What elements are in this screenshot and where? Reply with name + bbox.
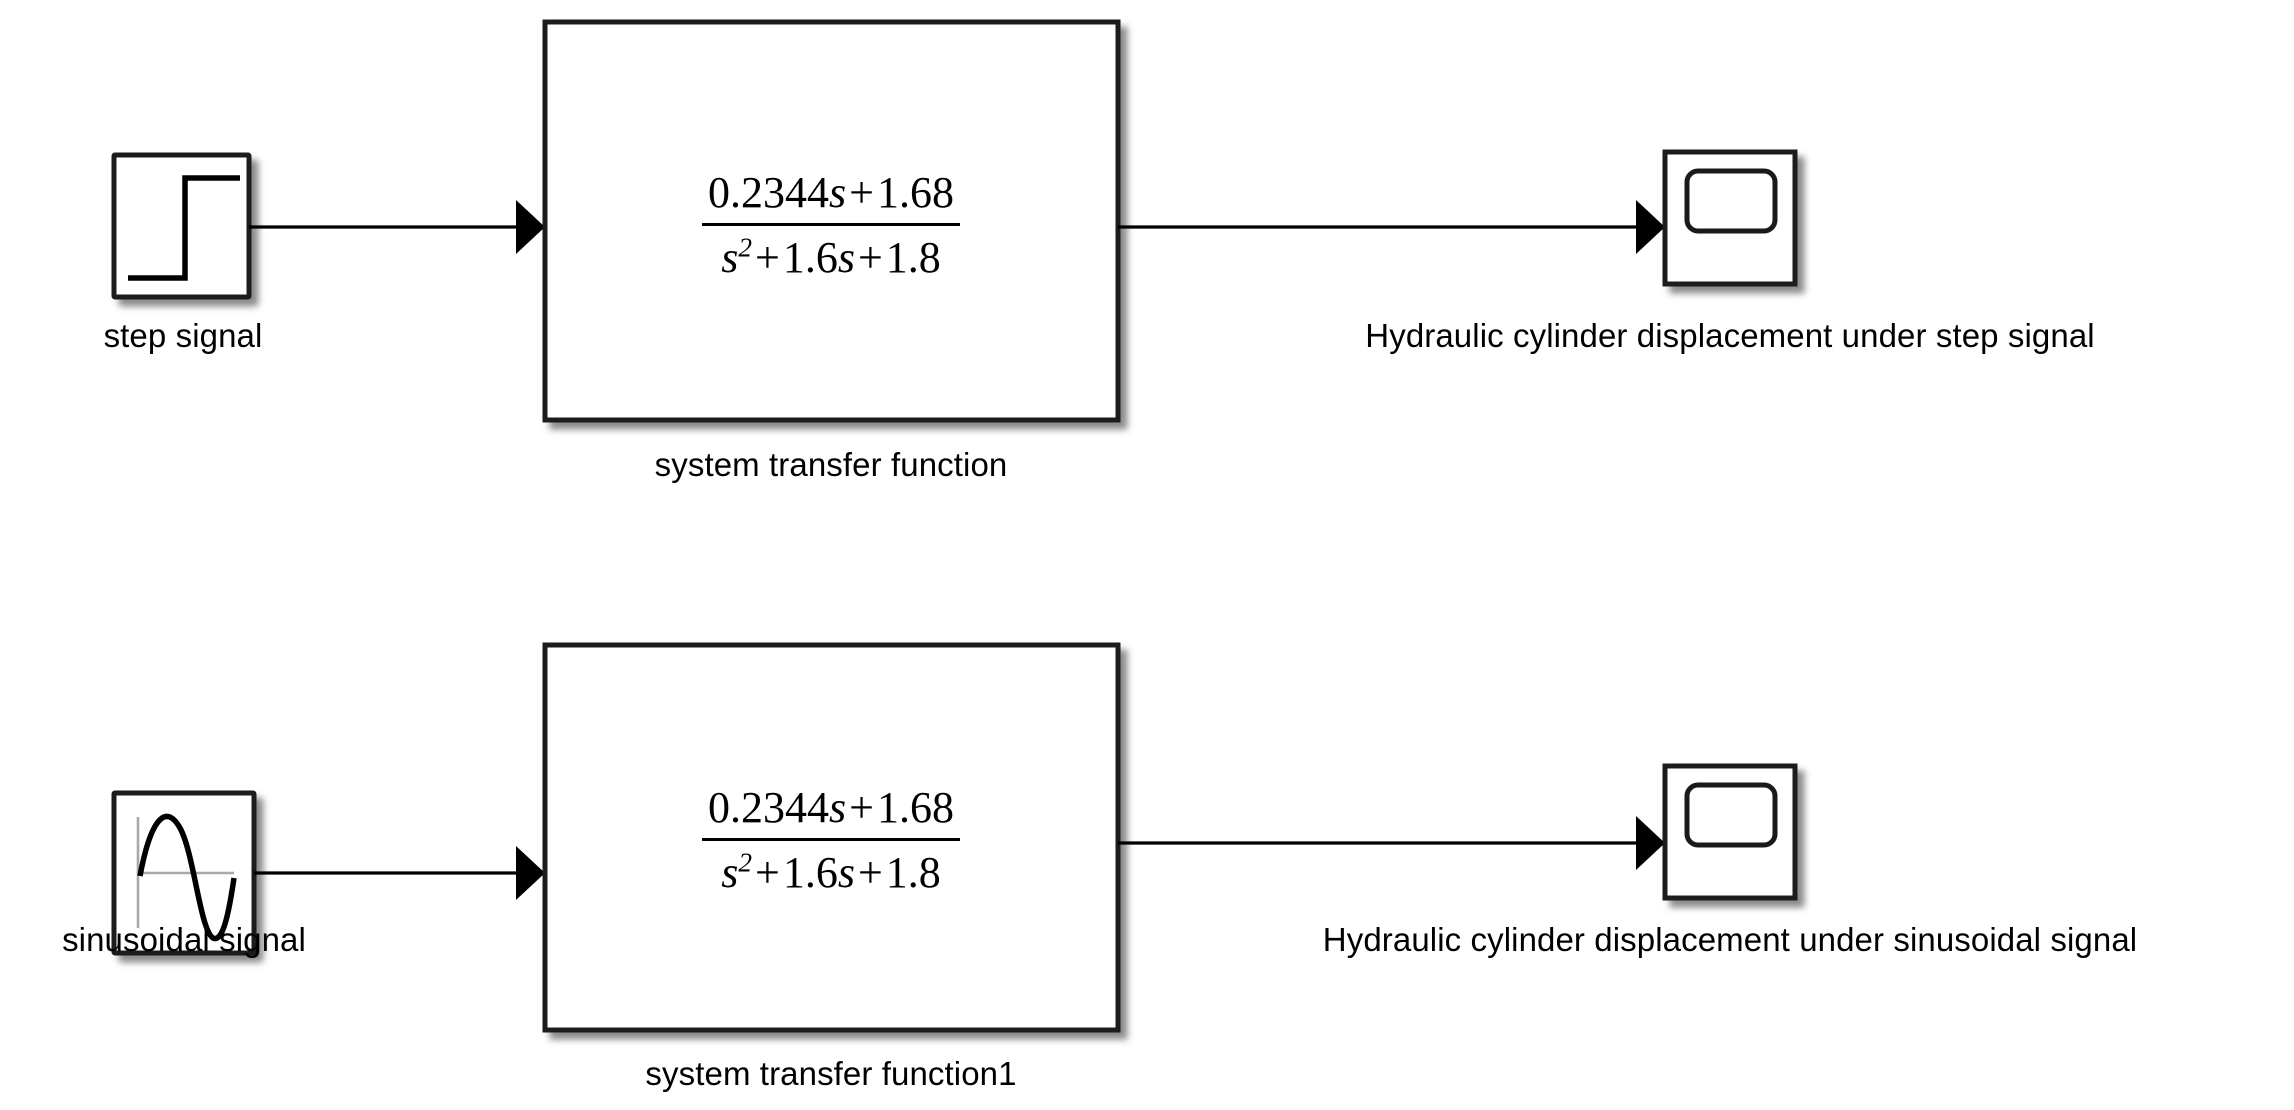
- wire-step-to-tf[interactable]: [249, 200, 545, 254]
- step-signal-block[interactable]: [111, 152, 252, 300]
- transfer-function-block-top-body[interactable]: [542, 19, 1121, 423]
- scope-icon: [1684, 168, 1778, 234]
- scope-block-top[interactable]: [1662, 149, 1798, 287]
- sine-signal-icon-wave: [137, 813, 237, 942]
- sine-signal-label: sinusoidal signal: [62, 921, 306, 958]
- scope-label-bottom: Hydraulic cylinder displacement under si…: [1322, 921, 2138, 958]
- scope-label-top: Hydraulic cylinder displacement under st…: [1365, 317, 2095, 354]
- wire-tf-to-scope-bottom[interactable]: [1118, 816, 1665, 870]
- transfer-function-denominator-top: s2+1.6s+1.8: [721, 232, 941, 282]
- step-signal-icon: [128, 175, 240, 281]
- wire-sine-to-tf-arrowhead: [516, 846, 545, 900]
- wire-tf-to-scope-bottom-arrowhead: [1636, 816, 1665, 870]
- scope-block-bottom[interactable]: [1662, 763, 1798, 901]
- transfer-function-formula-bottom: 0.2344s+1.68 s2+1.6s+1.8: [702, 782, 960, 898]
- wire-step-to-tf-arrowhead: [516, 200, 545, 254]
- transfer-function-block-bottom[interactable]: [542, 642, 1121, 1033]
- scope-icon: [1684, 782, 1778, 848]
- transfer-function-numerator-bottom: 0.2344s+1.68: [708, 783, 954, 832]
- wire-sine-to-tf[interactable]: [254, 846, 545, 900]
- transfer-function-block-top[interactable]: [542, 19, 1121, 423]
- transfer-function-formula-top: 0.2344s+1.68 s2+1.6s+1.8: [702, 167, 960, 283]
- fraction-bar: [702, 223, 960, 226]
- step-signal-label: step signal: [103, 317, 263, 354]
- wire-tf-to-scope-top-arrowhead: [1636, 200, 1665, 254]
- wire-tf-to-scope-top[interactable]: [1118, 200, 1665, 254]
- transfer-function-label-bottom: system transfer function1: [645, 1055, 1017, 1092]
- transfer-function-block-bottom-body[interactable]: [542, 642, 1121, 1033]
- transfer-function-denominator-bottom: s2+1.6s+1.8: [721, 847, 941, 897]
- transfer-function-label-top: system transfer function: [654, 446, 1008, 483]
- transfer-function-numerator-top: 0.2344s+1.68: [708, 168, 954, 217]
- fraction-bar: [702, 838, 960, 841]
